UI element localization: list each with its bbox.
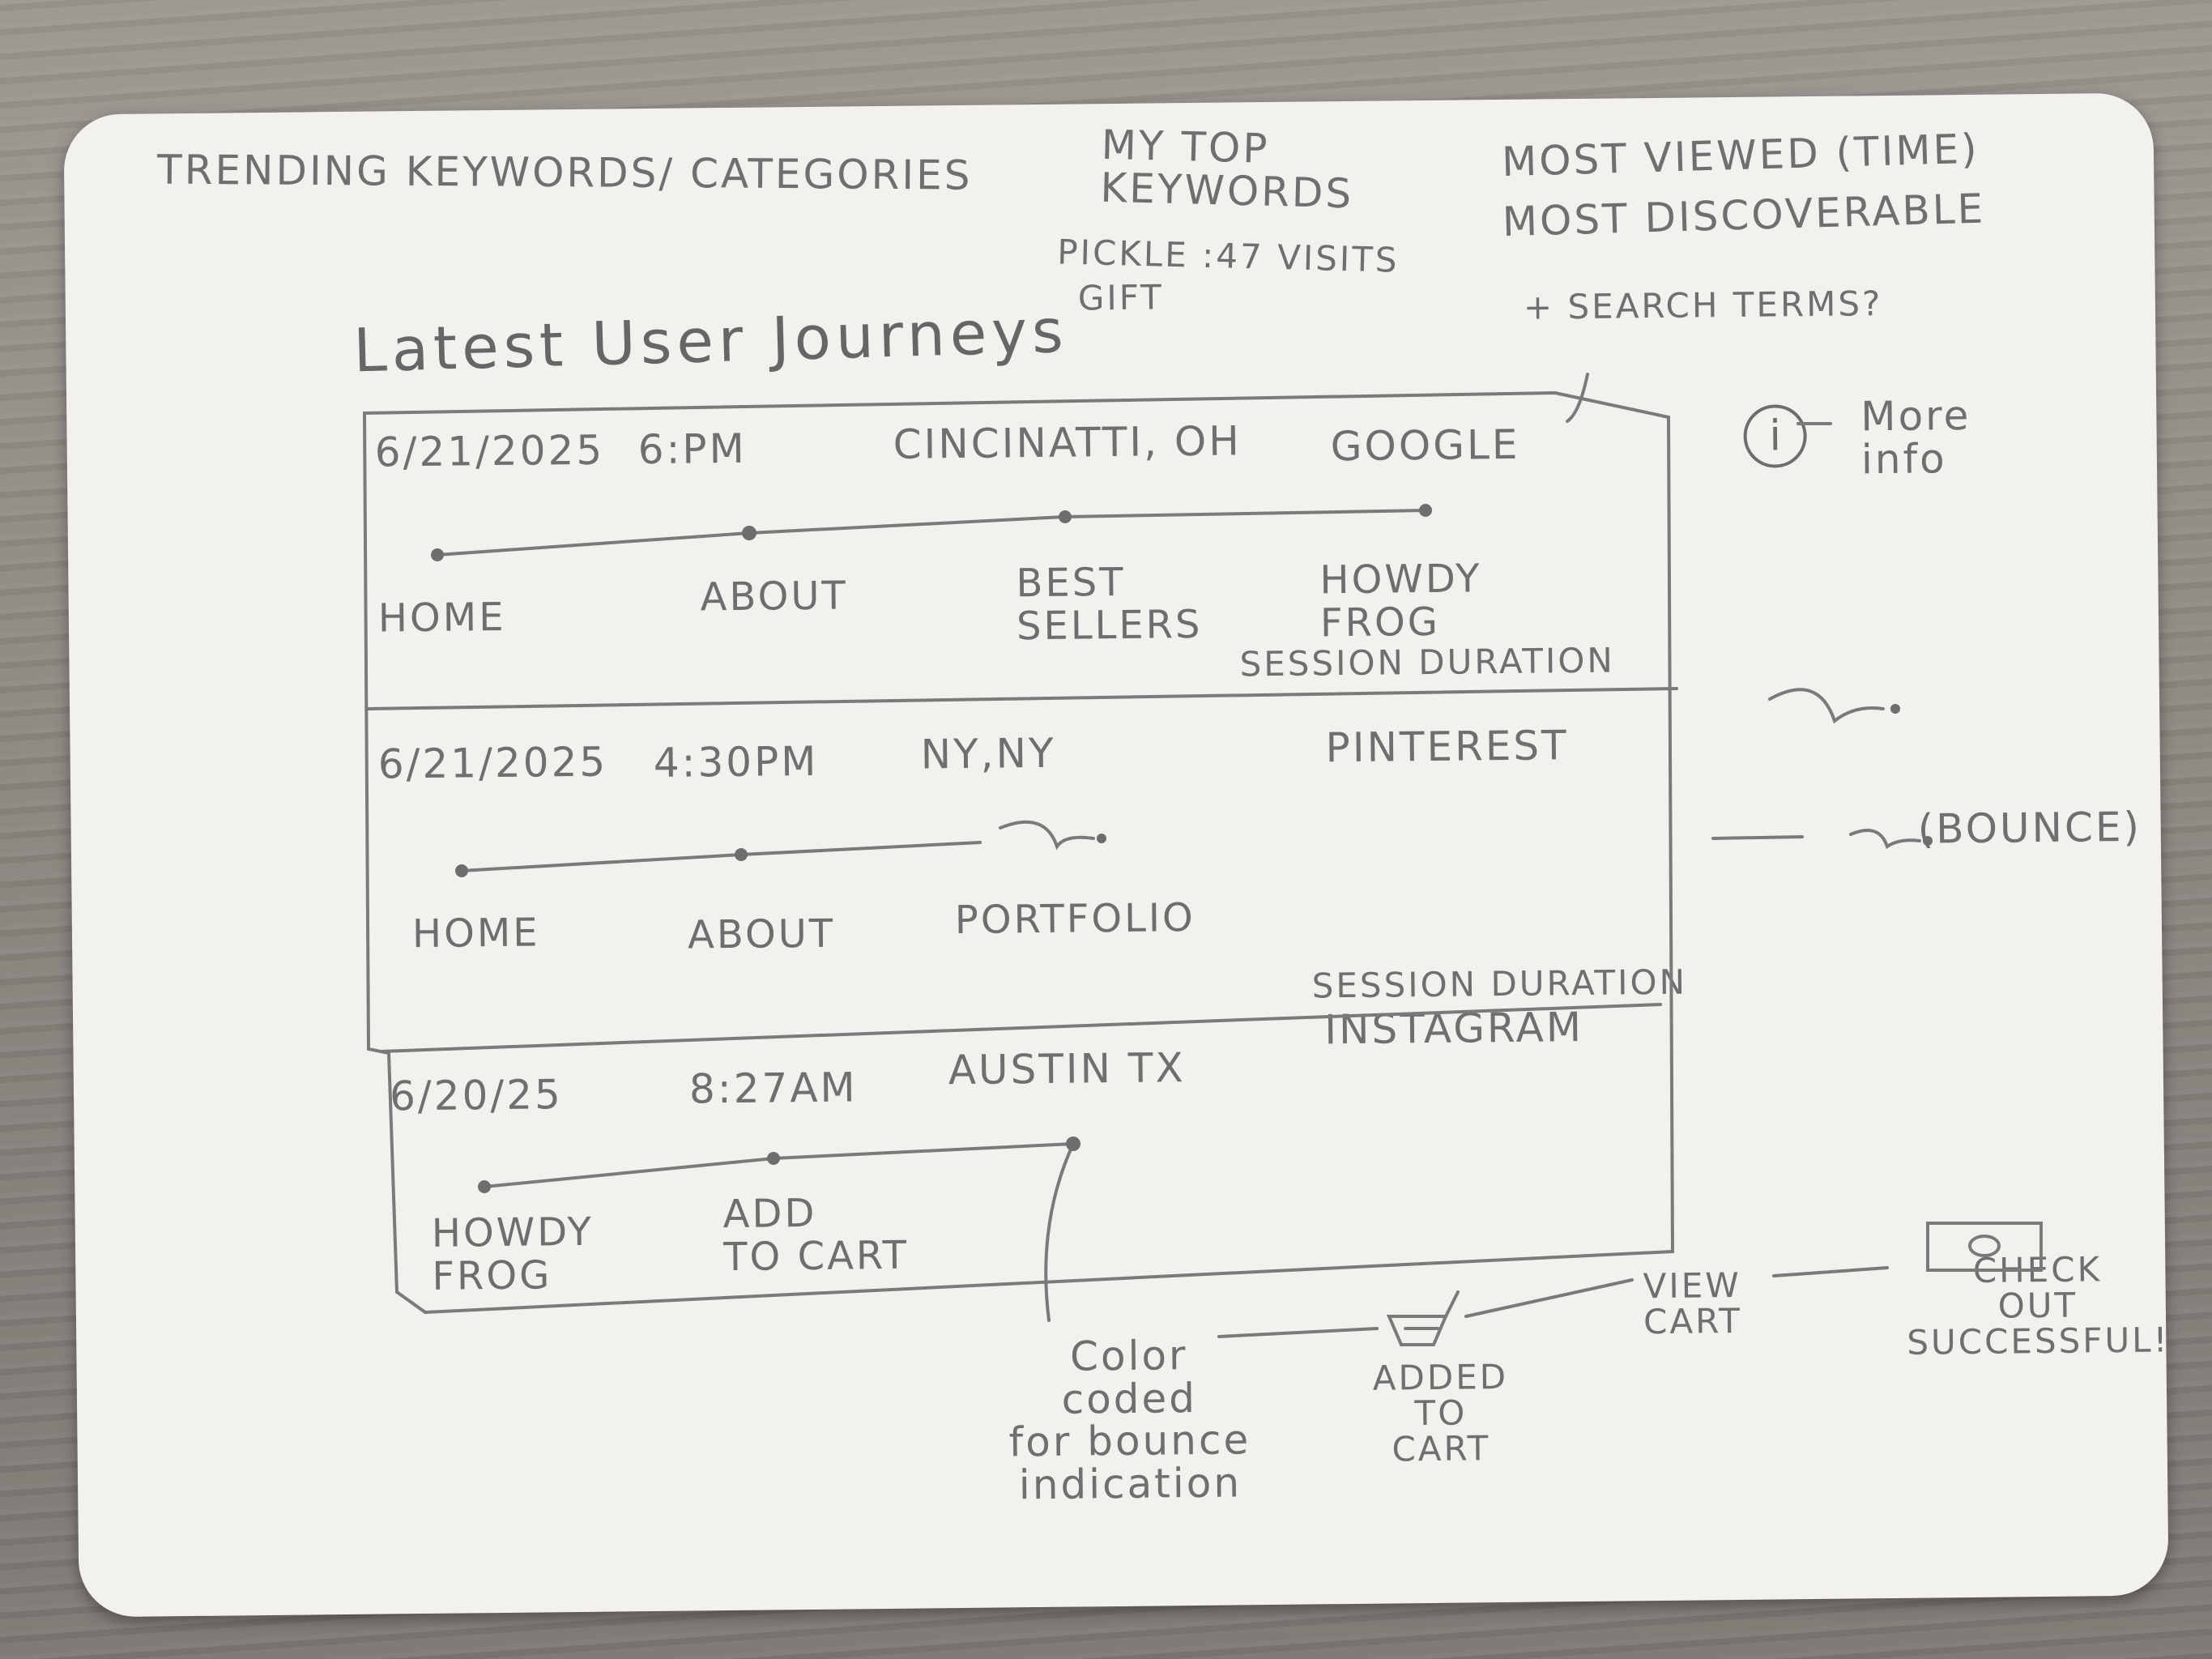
journey-step-label: ADD TO CART — [722, 1190, 910, 1280]
most-viewed-label: MOST VIEWED (TIME) — [1501, 125, 1980, 186]
journey-date: 6/20/25 — [389, 1071, 564, 1120]
search-terms-label: + SEARCH TERMS? — [1523, 284, 1883, 327]
session-duration-label: SESSION DURATION — [1311, 962, 1688, 1006]
journey-location: AUSTIN TX — [948, 1044, 1186, 1094]
view-cart-label: VIEW CART — [1643, 1265, 1743, 1342]
journey-step-label: BEST SELLERS — [1016, 559, 1203, 650]
more-info-label: More info — [1860, 391, 1971, 483]
keyword-pickle: PICKLE :47 VISITS — [1056, 232, 1400, 280]
journey-time: 4:30PM — [653, 737, 819, 787]
journey-step-label: ABOUT — [687, 911, 836, 958]
checkout-success-label: CHECK OUT SUCCESSFUL! — [1907, 1249, 2170, 1363]
sketch-paper: TRENDING KEYWORDS/ CATEGORIES MY TOP KEY… — [63, 92, 2170, 1618]
journey-step-label: HOWDY FROG — [431, 1209, 595, 1299]
journey-source: PINTEREST — [1325, 722, 1569, 772]
journey-location: CINCINATTI, OH — [893, 417, 1242, 468]
my-top-keywords-label: MY TOP KEYWORDS — [1099, 121, 1354, 217]
added-to-cart-label: ADDED TO CART — [1372, 1356, 1509, 1469]
bounce-label: (BOUNCE) — [1917, 803, 2142, 853]
journey-date: 6/21/2025 — [377, 738, 608, 788]
journey-step-label: PORTFOLIO — [954, 894, 1196, 944]
color-coded-note: Color coded for bounce indication — [1008, 1332, 1251, 1508]
info-icon[interactable]: i — [1743, 404, 1808, 468]
session-duration-label: SESSION DURATION — [1239, 640, 1616, 684]
journey-step-label: ABOUT — [700, 573, 849, 621]
journey-source: GOOGLE — [1330, 420, 1520, 471]
journey-time: 6:PM — [637, 424, 747, 474]
trending-keywords-label: TRENDING KEYWORDS/ CATEGORIES — [156, 146, 973, 199]
journey-time: 8:27AM — [688, 1064, 858, 1113]
journey-source: INSTAGRAM — [1323, 1003, 1584, 1054]
journey-step-label: HOME — [411, 910, 540, 957]
journey-date: 6/21/2025 — [374, 426, 605, 476]
most-discoverable-label: MOST DISCOVERABLE — [1502, 185, 1986, 246]
journey-step-label: HOME — [377, 594, 506, 642]
journey-step-label: HOWDY FROG — [1319, 556, 1482, 646]
journey-location: NY,NY — [920, 729, 1056, 778]
keyword-gift: GIFT — [1077, 277, 1165, 318]
page-title: Latest User Journeys — [352, 296, 1069, 386]
